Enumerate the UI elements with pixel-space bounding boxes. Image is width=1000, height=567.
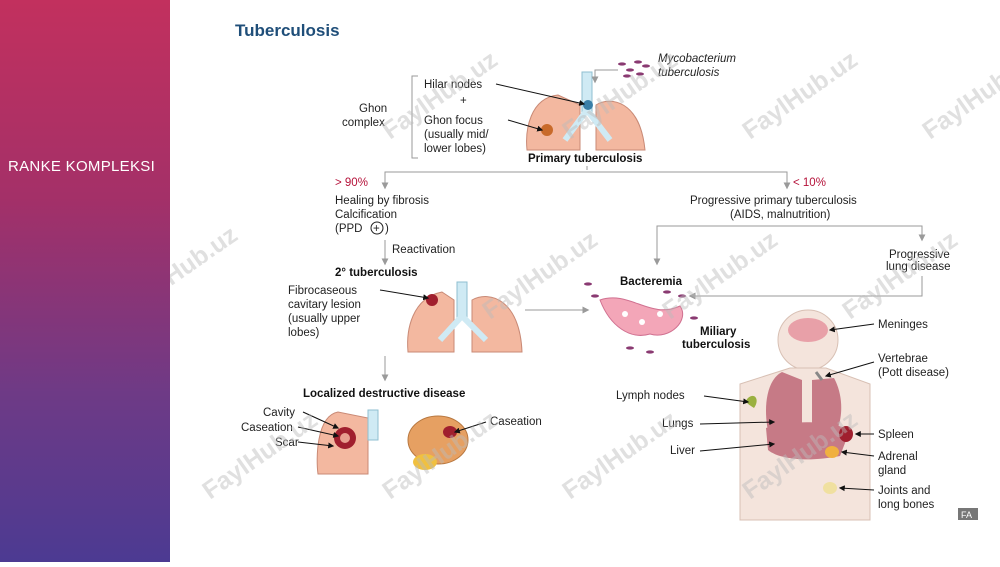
ppd-positive-icon — [370, 221, 384, 235]
lungs-label: Lungs — [662, 418, 694, 430]
adrenal-label-2: gland — [878, 465, 906, 477]
lesion-label-3: (usually upper — [288, 313, 360, 325]
miliary-label-1: Miliary — [700, 326, 737, 338]
spleen-label: Spleen — [878, 429, 914, 441]
joints-label-1: Joints and — [878, 485, 930, 497]
hilar-nodes-label: Hilar nodes — [424, 79, 482, 91]
caseation-left-label: Caseation — [241, 422, 293, 434]
slide-title: RANKE KOMPLEKSI — [8, 158, 156, 175]
progressive-lung-label-2: lung disease — [886, 261, 951, 273]
plus-sign: + — [460, 95, 467, 107]
ghon-complex-label-1: Ghon — [359, 103, 387, 115]
vertebrae-label-2: (Pott disease) — [878, 367, 949, 379]
watermark-layer: FaylHub.uz FaylHub.uz FaylHub.uz FaylHub… — [117, 45, 1000, 504]
caseation-right-label: Caseation — [490, 416, 542, 428]
cavity-lung-illustration — [316, 409, 379, 475]
healing-label-3: (PPD — [335, 223, 362, 235]
ghon-focus-label-2: (usually mid/ — [424, 129, 489, 141]
secondary-tb-label: 2° tuberculosis — [335, 267, 418, 279]
healing-label-1: Healing by fibrosis — [335, 195, 429, 207]
organism-label-2: tuberculosis — [658, 67, 720, 79]
miliary-label-2: tuberculosis — [682, 339, 750, 351]
bacteremia-label: Bacteremia — [620, 276, 683, 288]
sidebar-panel: RANKE KOMPLEKSI — [0, 0, 170, 562]
bacteremia-vessels-illustration — [584, 282, 698, 354]
ghon-focus-label-3: lower lobes) — [424, 143, 486, 155]
liver-label: Liver — [670, 445, 695, 457]
lesion-label-1: Fibrocaseous — [288, 285, 357, 297]
lymph-nodes-label: Lymph nodes — [616, 390, 685, 402]
svg-text:): ) — [385, 223, 389, 235]
adrenal-label-1: Adrenal — [878, 451, 918, 463]
ghon-complex-label-2: complex — [342, 117, 385, 129]
corner-badge — [958, 508, 978, 520]
bacteria-cluster — [618, 60, 650, 78]
scar-label: Scar — [275, 437, 299, 449]
reactivation-label: Reactivation — [392, 244, 455, 256]
vertebrae-label-1: Vertebrae — [878, 353, 928, 365]
healing-label-2: Calcification — [335, 209, 397, 221]
primary-tb-label: Primary tuberculosis — [528, 153, 642, 165]
lesion-label-2: cavitary lesion — [288, 299, 361, 311]
watermark-text: FaylHub.uz — [197, 405, 322, 504]
watermark-text: FaylHub.uz — [737, 45, 862, 144]
lesion-label-4: lobes) — [288, 327, 319, 339]
tuberculosis-diagram: Tuberculosis Mycobacterium tuberculosis … — [117, 21, 1000, 521]
ghon-focus-label-1: Ghon focus — [424, 115, 483, 127]
watermark-text: FaylHub.uz — [837, 225, 962, 324]
progressive-lung-label-1: Progressive — [889, 249, 950, 261]
ppd-symbol: + — [373, 223, 380, 235]
localized-disease-label: Localized destructive disease — [303, 388, 465, 400]
left-percent: > 90% — [335, 177, 368, 189]
lymph-node-illustration — [407, 415, 469, 470]
progressive-primary-label-2: (AIDS, malnutrition) — [730, 209, 831, 221]
joints-label-2: long bones — [878, 499, 935, 511]
watermark-text: FaylHub.uz — [917, 45, 1000, 144]
watermark-text: FaylHub.uz — [170, 220, 243, 319]
cavity-label: Cavity — [263, 407, 295, 419]
figure-title: Tuberculosis — [235, 21, 340, 40]
right-percent: < 10% — [793, 177, 826, 189]
diagram-canvas: Tuberculosis Mycobacterium tuberculosis … — [117, 0, 1000, 562]
primary-lungs-illustration — [526, 71, 646, 151]
organism-label-1: Mycobacterium — [658, 53, 736, 65]
corner-badge-text: FA — [961, 510, 972, 520]
watermark-text: FaylHub.uz — [557, 405, 682, 504]
progressive-primary-label-1: Progressive primary tuberculosis — [690, 195, 857, 207]
meninges-label: Meninges — [878, 319, 928, 331]
